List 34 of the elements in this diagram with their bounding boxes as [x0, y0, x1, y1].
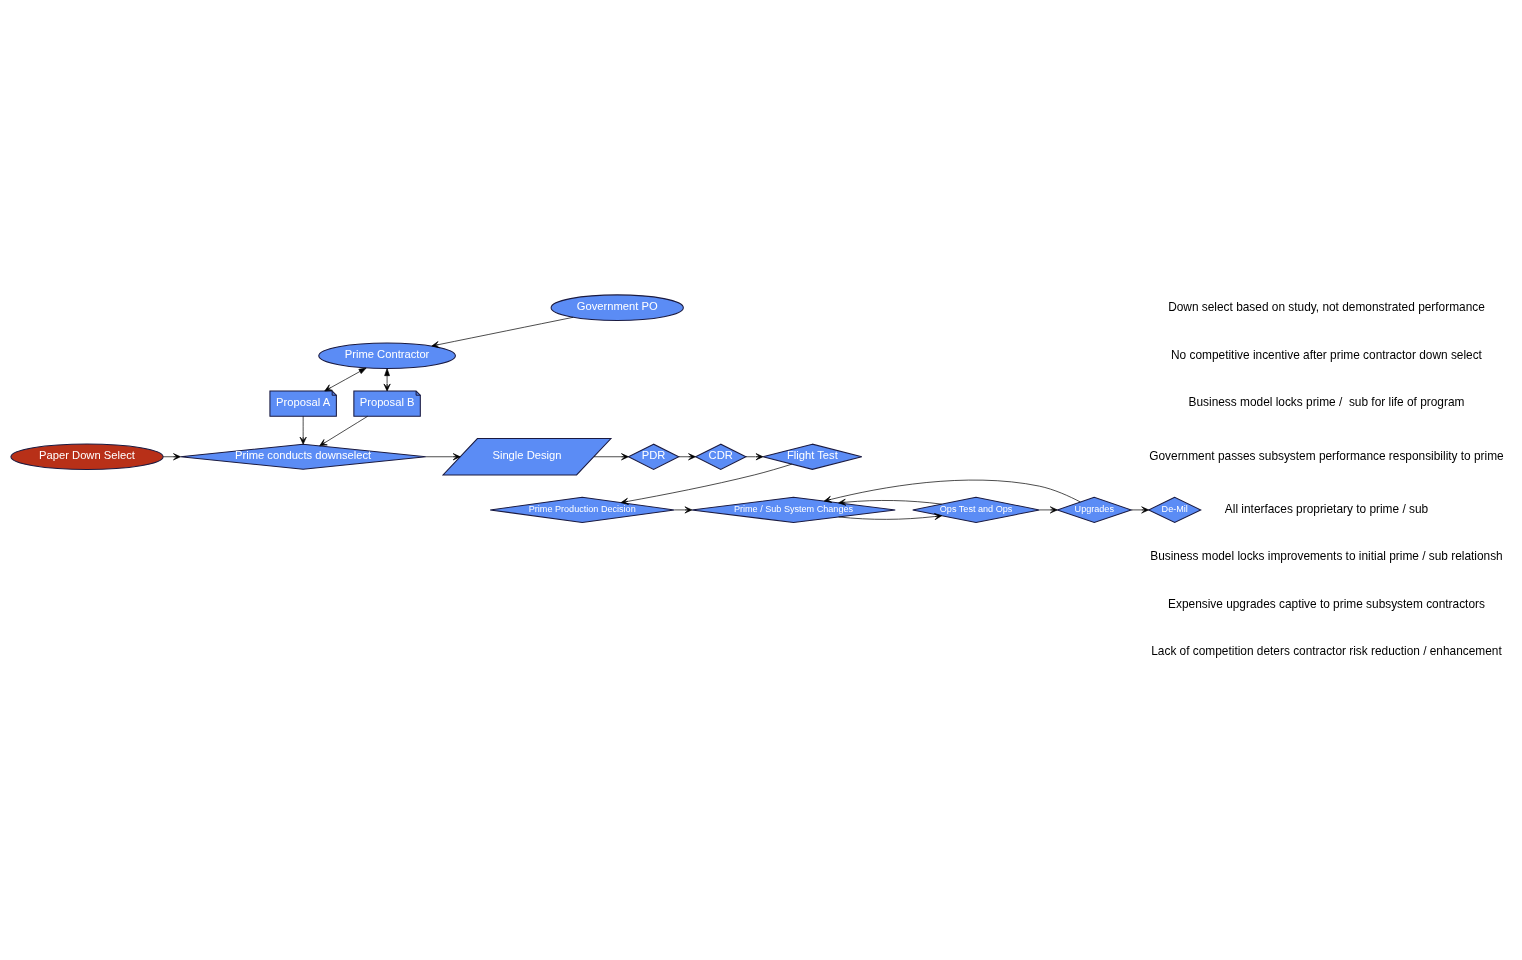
arrow	[383, 368, 391, 392]
arrow	[593, 453, 629, 461]
node-diamond: Upgrades	[1055, 496, 1133, 524]
node-diamond: Prime conducts downselect	[179, 443, 427, 470]
arrow	[1131, 506, 1149, 514]
label: Expensive upgrades captive to prime subsystem contractors	[1168, 596, 1485, 611]
arrow	[431, 316, 574, 349]
node-diamond: De-Mil	[1147, 496, 1202, 524]
label: Down select based on study, not demonstrated performance	[1168, 299, 1485, 314]
arrow	[823, 479, 1081, 503]
arrow	[425, 453, 461, 461]
arrow	[838, 498, 943, 506]
node-ellipse: Paper Down Select	[10, 443, 164, 471]
arrow	[162, 453, 181, 461]
label: Lack of competition deters contractor risk reduction / enhancement	[1151, 644, 1502, 659]
label: All interfaces proprietary to prime / sub	[1224, 501, 1429, 516]
node-ellipse: Government PO	[550, 294, 684, 321]
arrow	[678, 453, 696, 461]
node-diamond: Ops Test and Ops	[912, 496, 1040, 524]
node-diamond: CDR	[694, 443, 748, 470]
label: No competitive incentive after prime contractor down select	[1171, 347, 1482, 362]
arrow	[674, 506, 693, 514]
arrow	[620, 463, 793, 505]
label: Business model locks improvements to initial prime / sub relationsh	[1150, 549, 1503, 564]
label: Business model locks prime / sub for life of program	[1188, 395, 1465, 410]
node-diamond: PDR	[627, 443, 680, 470]
arrow	[324, 367, 367, 392]
arrow	[1039, 506, 1058, 514]
arrow	[319, 415, 368, 447]
arrow	[745, 453, 764, 461]
arrow	[299, 415, 307, 445]
label: Government passes subsystem performance responsibility to prime	[1149, 448, 1504, 463]
arrow	[838, 513, 943, 520]
node-diamond: Flight Test	[762, 443, 863, 470]
